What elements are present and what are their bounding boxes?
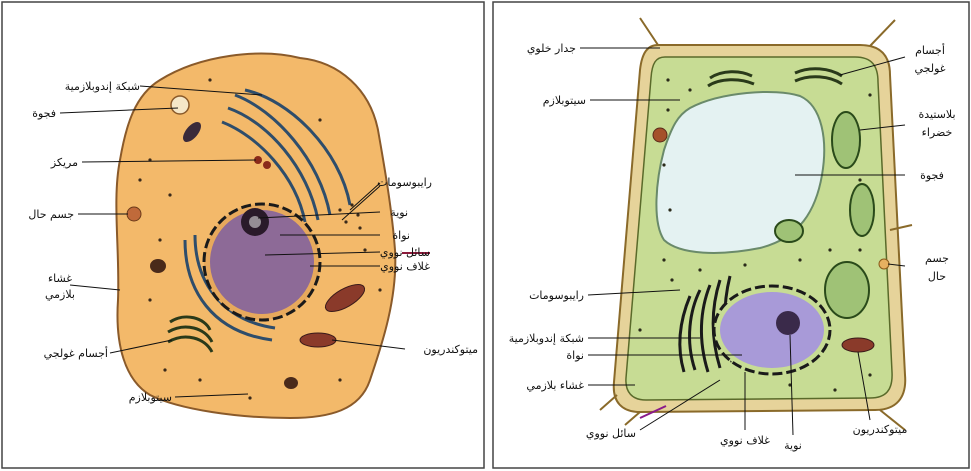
label-plant-membrane: غشاء بلازمي	[526, 379, 584, 392]
label-plant-nuclear-envelope: غلاف نووي	[720, 434, 770, 447]
label-plant-nucleus: نواة	[566, 349, 584, 362]
label-animal-nuclear-envelope: غلاف نووي	[380, 260, 430, 273]
label-animal-er: شبكة إندوبلازمية	[65, 80, 140, 93]
label-animal-nucleoplasm: سائل نووي	[380, 246, 430, 259]
animal-cell	[116, 54, 395, 418]
label-plant-lysosome-2: حال	[928, 270, 946, 283]
label-animal-mitochondrion: ميتوكندريون	[423, 343, 478, 356]
label-plant-lysosome-1: جسم	[925, 252, 949, 265]
label-plant-golgi-1: أجسام	[915, 43, 945, 57]
label-plant-er: شبكة إندوبلازمية	[509, 332, 584, 345]
animal-lysosome	[127, 207, 141, 221]
label-plant-mitochondrion: ميتوكندريون	[853, 423, 908, 436]
plant-nucleus	[720, 292, 824, 368]
label-plant-golgi-2: غولجي	[914, 62, 945, 75]
animal-vacuole	[171, 96, 189, 114]
label-animal-nucleus: نواة	[392, 229, 410, 242]
label-animal-membrane-1: غشاء	[48, 272, 72, 285]
label-plant-chloroplast-2: خضراء	[922, 126, 953, 139]
label-plant-cytoplasm: سيتوبلازم	[543, 94, 586, 107]
label-animal-lysosome: جسم حال	[28, 208, 74, 221]
plant-nucleolus	[776, 311, 800, 335]
label-plant-cell-wall: جدار خلوي	[527, 42, 576, 55]
label-plant-ribosomes: رايبوسومات	[529, 289, 584, 302]
label-animal-membrane-2: بلازمي	[45, 288, 75, 301]
label-animal-ribosomes: رايبوسومات	[377, 176, 432, 189]
plant-lysosome	[653, 128, 667, 142]
label-animal-centrosome: مريكز	[50, 156, 78, 169]
label-plant-nucleolus: نوية	[784, 439, 802, 452]
label-animal-golgi: أجسام غولجي	[44, 346, 108, 360]
label-plant-nucleoplasm: سائل نووي	[586, 427, 636, 440]
plant-mitochondrion	[842, 338, 874, 352]
label-animal-cytoplasm: سيتوبلازم	[129, 391, 172, 404]
label-animal-nucleolus: نوية	[390, 206, 408, 219]
label-animal-vacuole: فجوة	[32, 107, 56, 120]
label-plant-chloroplast-1: بلاستيدة	[918, 108, 955, 121]
label-plant-vacuole: فجوة	[920, 169, 944, 182]
plant-cell	[600, 18, 912, 430]
